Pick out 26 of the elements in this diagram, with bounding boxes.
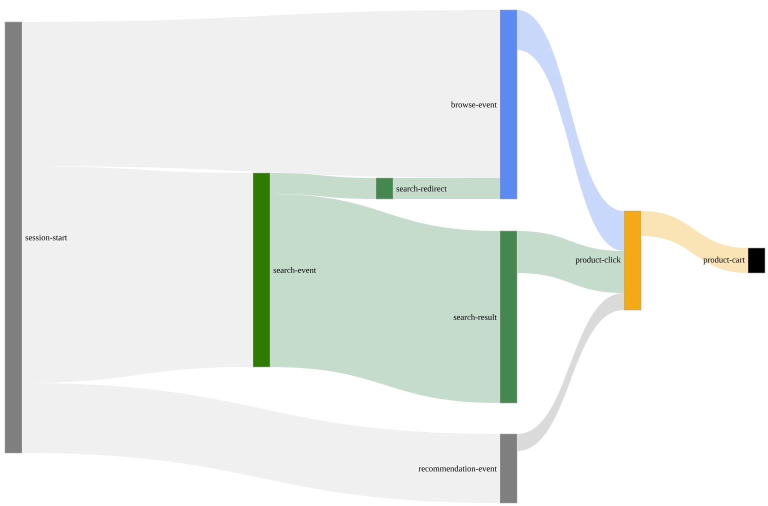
flow-band (641, 211, 748, 273)
flow-band (22, 10, 500, 178)
flow-band (393, 178, 500, 199)
node-bar (748, 248, 766, 274)
node-label: search-result (454, 314, 497, 320)
flow-band (517, 10, 624, 251)
node-bar (500, 10, 518, 200)
node-bar (500, 230, 518, 404)
node-bar (500, 434, 518, 504)
flow-band (517, 231, 624, 293)
node-label: browse-event (451, 102, 497, 108)
flow-band (22, 383, 500, 503)
node-label: product-cart (703, 256, 745, 264)
node-label: recommendation-event (418, 466, 497, 472)
node-label: search-redirect (396, 186, 447, 192)
node-label: session-start (26, 234, 68, 240)
node-label: search-event (274, 267, 316, 273)
flow-band (517, 293, 624, 451)
flow-band (270, 194, 500, 403)
node-label: product-click (576, 256, 621, 264)
flow-band (22, 166, 253, 383)
node-bar (624, 210, 642, 310)
node-bar (376, 178, 394, 200)
flow-band (270, 173, 376, 199)
node-bar (4, 22, 22, 454)
node-bar (252, 172, 270, 368)
